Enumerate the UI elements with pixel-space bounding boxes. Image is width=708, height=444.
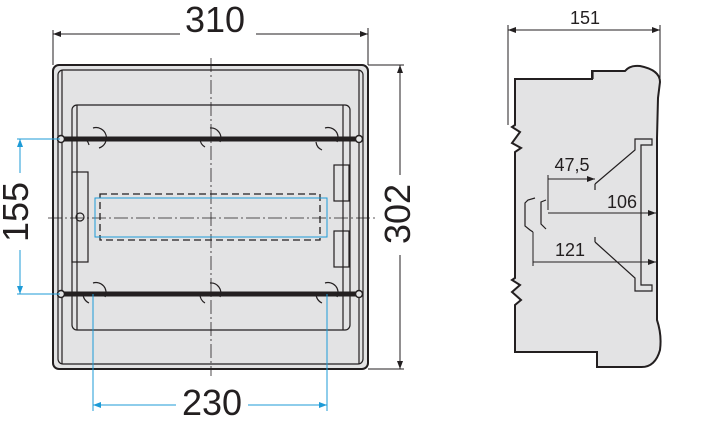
right-tab-bottom [333,230,350,268]
module-cutout-blue [94,197,328,238]
dimension-106-label: 106 [607,192,637,212]
enclosure-bezel [57,69,364,365]
screw-icon [354,134,364,144]
rail-length-label: 230 [182,382,242,423]
module-cutout-dashed [99,193,321,241]
screw-icon [354,289,364,299]
right-tab-top [333,164,350,202]
dimension-47-5-label: 47,5 [554,155,589,175]
depth-dimension-label: 151 [570,8,600,28]
din-rail-profile [524,197,547,233]
dimension-121-label: 121 [555,240,585,260]
lock-hole [75,212,85,222]
rail-spacing-label: 155 [0,182,36,242]
width-dimension-label: 310 [185,0,245,40]
height-dimension-label: 302 [377,184,418,244]
enclosure-side-profile [510,64,662,369]
left-hinge-tab [71,171,89,263]
front-view: 310 302 155 230 [0,0,418,423]
side-view: 151 47,5 106 121 [507,8,662,369]
